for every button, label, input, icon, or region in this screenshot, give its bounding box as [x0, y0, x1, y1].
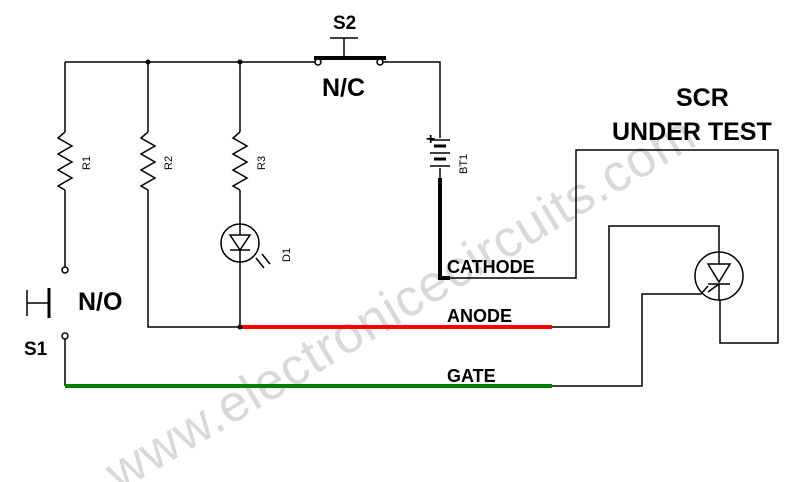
r1-ref-label: R1 [81, 155, 93, 170]
junction-dot [237, 59, 243, 65]
gate-to-scr-wire [552, 285, 709, 387]
bt1-ref-label: BT1 [458, 153, 470, 174]
battery-plus-sign: + [426, 131, 436, 148]
s2-to-battery-wire [380, 61, 441, 138]
scr-title-line1: SCR [676, 84, 729, 112]
s2-type-label: N/C [322, 74, 366, 102]
scr-symbol [694, 251, 744, 301]
battery-bt1 [430, 139, 450, 167]
r2-resistor [139, 131, 157, 191]
cathode-label: CATHODE [447, 257, 535, 277]
r1-resistor [56, 131, 74, 191]
r2-ref-label: R2 [163, 155, 175, 170]
junction-dot [237, 324, 243, 330]
gate-label: GATE [447, 366, 496, 386]
scr-title-line2: UNDER TEST [612, 118, 772, 146]
switch-s2 [314, 37, 386, 66]
cathode-wire-right [440, 149, 779, 344]
junction-dot [145, 59, 151, 65]
s1-ref-label: S1 [24, 339, 48, 360]
switch-s1 [26, 266, 69, 340]
s2-ref-label: S2 [333, 13, 357, 34]
anode-label: ANODE [447, 306, 513, 326]
led-d1 [220, 223, 271, 269]
r2-to-anode-wire [147, 190, 240, 328]
s1-type-label: N/O [78, 288, 123, 316]
anode-to-scr-wire [552, 225, 720, 328]
d1-ref-label: D1 [281, 247, 293, 262]
r3-resistor [231, 131, 249, 191]
r3-ref-label: R3 [256, 155, 268, 170]
cathode-wire-thick [438, 178, 450, 280]
